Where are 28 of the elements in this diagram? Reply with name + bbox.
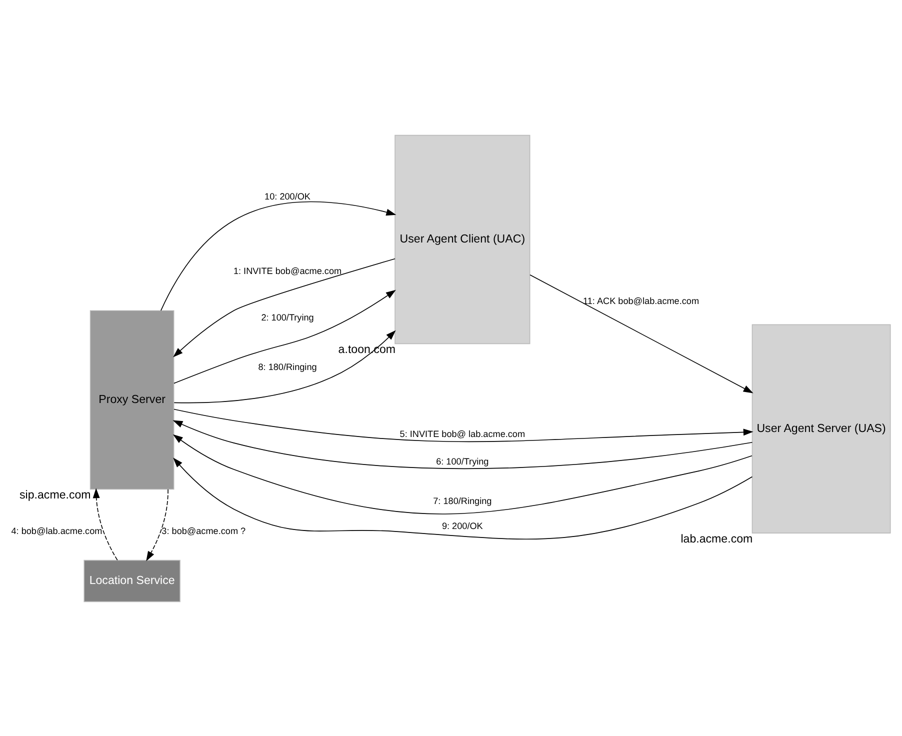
edge-label: 6: 100/Trying	[436, 456, 489, 466]
node-box: Proxy Server	[90, 310, 174, 490]
edge-label: 8: 180/Ringing	[258, 361, 317, 372]
arrow	[173, 258, 396, 357]
node-box: User Agent Server (UAS)	[752, 324, 891, 533]
node-box: User Agent Client (UAC)	[394, 134, 530, 344]
arrow	[172, 434, 752, 514]
arrow	[174, 408, 754, 442]
arrow	[173, 457, 753, 540]
edge-label: 9: 200/OK	[442, 520, 483, 530]
node-label: lab.acme.com	[680, 532, 753, 545]
arrow	[530, 274, 754, 393]
edge-label: 5: INVITE bob@ lab.acme.com	[400, 428, 526, 438]
edge-label: 3: bob@acme.com ?	[162, 525, 246, 536]
edge-label: 11: ACK bob@lab.acme.com	[583, 295, 700, 306]
arrow	[146, 488, 168, 561]
edge-label: 4: bob@lab.acme.com	[11, 525, 102, 536]
arrow	[92, 488, 118, 560]
edge-label: 7: 180/Ringing	[433, 495, 492, 506]
node-label: sip.acme.com	[19, 488, 91, 501]
node-box: Location Service	[84, 559, 180, 602]
arrow	[172, 420, 753, 469]
arrow	[160, 200, 396, 310]
edge-label: 2: 100/Trying	[261, 312, 314, 322]
edge-label: 1: INVITE bob@acme.com	[233, 266, 342, 276]
arrow	[174, 289, 396, 384]
edge-label: 10: 200/OK	[264, 191, 310, 202]
arrow	[174, 330, 396, 403]
